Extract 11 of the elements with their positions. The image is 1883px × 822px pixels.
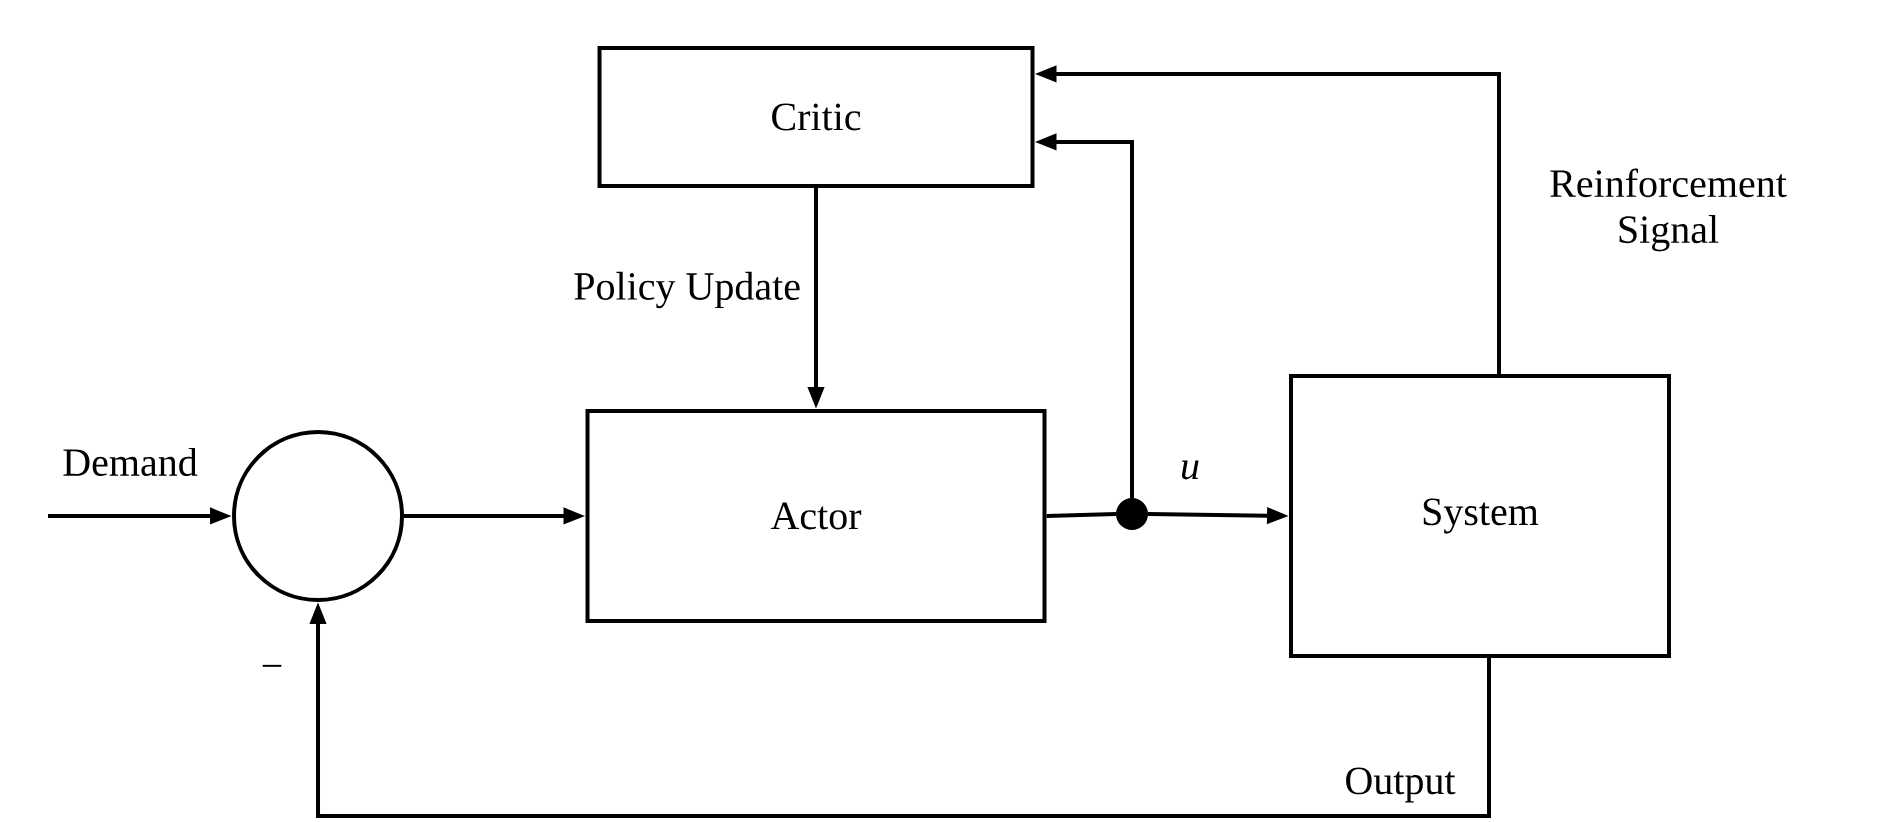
summing-junction xyxy=(232,430,404,602)
edge-label: Output xyxy=(1346,767,1456,803)
block-box: Critic xyxy=(597,46,1035,188)
block-box: System xyxy=(1289,374,1671,658)
edge-label: Policy Update xyxy=(574,271,800,309)
block-box: Actor xyxy=(585,409,1047,623)
edge-label: Reinforcement Signal xyxy=(1550,168,1787,252)
junction-dot xyxy=(1116,498,1148,530)
minus-sign: − xyxy=(262,664,282,667)
edge-label: Demand xyxy=(63,447,198,477)
edge-label: u xyxy=(1182,460,1199,480)
